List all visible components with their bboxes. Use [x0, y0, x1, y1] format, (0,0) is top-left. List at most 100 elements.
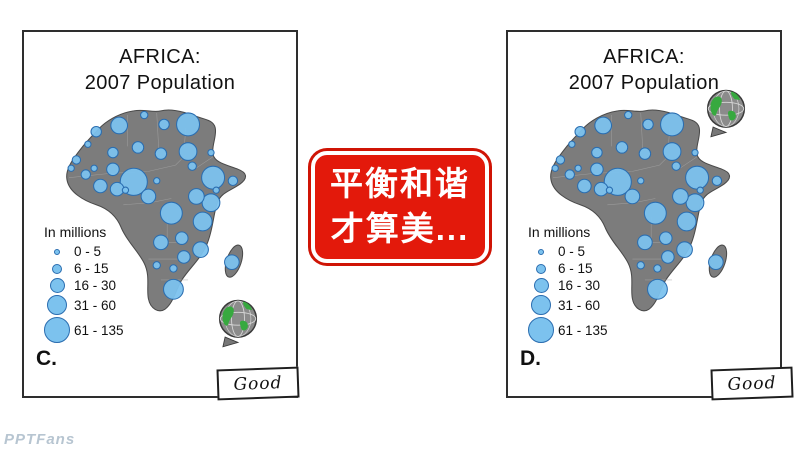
population-circle [153, 177, 161, 185]
population-circle [152, 261, 161, 270]
legend-label: 6 - 15 [558, 261, 593, 276]
legend-row: 31 - 60 [40, 295, 124, 315]
good-label-c: Good [216, 366, 300, 401]
population-circle [647, 278, 668, 300]
population-circle [178, 142, 198, 161]
legend-label: 0 - 5 [558, 244, 586, 259]
population-circle [636, 261, 645, 270]
legend-circle-icon [40, 278, 74, 293]
population-circle [121, 186, 130, 194]
population-circle [691, 148, 699, 157]
population-circle [615, 141, 629, 154]
population-circle [642, 118, 654, 131]
population-circle [568, 140, 576, 148]
population-circle [106, 162, 120, 177]
population-circle [176, 112, 201, 137]
population-circles [67, 110, 240, 300]
legend-circle [49, 278, 65, 293]
badge-line2: 才算美... [330, 210, 470, 247]
population-circle [177, 250, 191, 264]
population-circle [84, 140, 92, 148]
legend-circle-icon [40, 317, 74, 343]
population-circle [67, 164, 75, 172]
population-circle [590, 162, 604, 177]
legend-circle-icon [524, 248, 558, 255]
legend-circle [52, 263, 62, 274]
good-text: Good [727, 372, 777, 395]
legend-label: 31 - 60 [558, 297, 601, 313]
population-circle [140, 188, 157, 205]
population-circle [107, 146, 119, 159]
good-text: Good [233, 372, 283, 395]
population-circle [564, 169, 576, 180]
population-circle [643, 201, 667, 225]
legend-label: 31 - 60 [74, 297, 117, 313]
map-panel-c: AFRICA: 2007 Population In millions 0 - … [22, 30, 298, 398]
panel-title: AFRICA: 2007 Population [24, 44, 296, 96]
africa-proportional-symbol-map [550, 109, 730, 312]
watermark: PPTFans [4, 431, 76, 448]
africa-proportional-symbol-map [66, 109, 246, 312]
legend-circle-icon [524, 263, 558, 274]
legend-label: 16 - 30 [74, 278, 117, 293]
legend-label: 61 - 135 [558, 322, 608, 338]
population-circle [175, 231, 189, 245]
population-circle [159, 201, 183, 225]
population-circle [93, 178, 108, 194]
population-circle [685, 193, 705, 213]
population-circle [201, 165, 226, 190]
population-circle [227, 175, 239, 186]
population-circle [637, 177, 645, 185]
population-circle [224, 254, 240, 270]
badge-line1: 平衡和谐 [330, 165, 470, 203]
population-circle [188, 188, 205, 205]
legend-rows: 0 - 5 6 - 15 16 - 30 31 - 60 61 - 135 [524, 244, 608, 343]
legend-circle-icon [524, 295, 558, 315]
population-circle [207, 148, 215, 157]
population-circle [110, 116, 129, 135]
legend-row: 6 - 15 [40, 261, 124, 276]
population-circles [551, 110, 724, 300]
legend-circle [533, 278, 549, 293]
population-circle [131, 141, 145, 154]
population-circle [574, 126, 586, 138]
panel-title-line2: 2007 Population [568, 72, 720, 94]
map-panel-d: AFRICA: 2007 Population In millions 0 - … [506, 30, 782, 398]
population-circle [163, 278, 184, 300]
population-circle [555, 155, 566, 165]
population-circle [212, 186, 220, 194]
panel-letter-d: D. [520, 347, 541, 370]
legend-row: 61 - 135 [40, 317, 124, 343]
legend-row: 61 - 135 [524, 317, 608, 343]
population-circle [593, 181, 609, 197]
population-circle [653, 264, 662, 273]
population-circle [158, 118, 170, 131]
legend-label: 16 - 30 [558, 278, 601, 293]
population-circle [661, 250, 675, 264]
population-circle [676, 241, 693, 258]
globe-icon [706, 89, 746, 138]
population-circle [660, 112, 685, 137]
legend-circle-icon [40, 248, 74, 255]
legend-circle-icon [524, 317, 558, 343]
legend-circle [531, 295, 551, 315]
population-circle [109, 181, 125, 197]
legend-circle-icon [40, 263, 74, 274]
legend-header: In millions [44, 224, 107, 240]
legend-row: 0 - 5 [524, 244, 608, 259]
population-circle [187, 161, 197, 171]
population-circle [201, 193, 221, 213]
population-circle [624, 110, 633, 120]
population-circle [594, 116, 613, 135]
population-circle [662, 142, 682, 161]
population-circle [685, 165, 710, 190]
legend-row: 6 - 15 [524, 261, 608, 276]
population-circle [671, 161, 681, 171]
population-circle [605, 186, 614, 194]
legend-circle [47, 295, 67, 315]
legend-circle [44, 317, 70, 343]
population-circle [672, 188, 689, 205]
